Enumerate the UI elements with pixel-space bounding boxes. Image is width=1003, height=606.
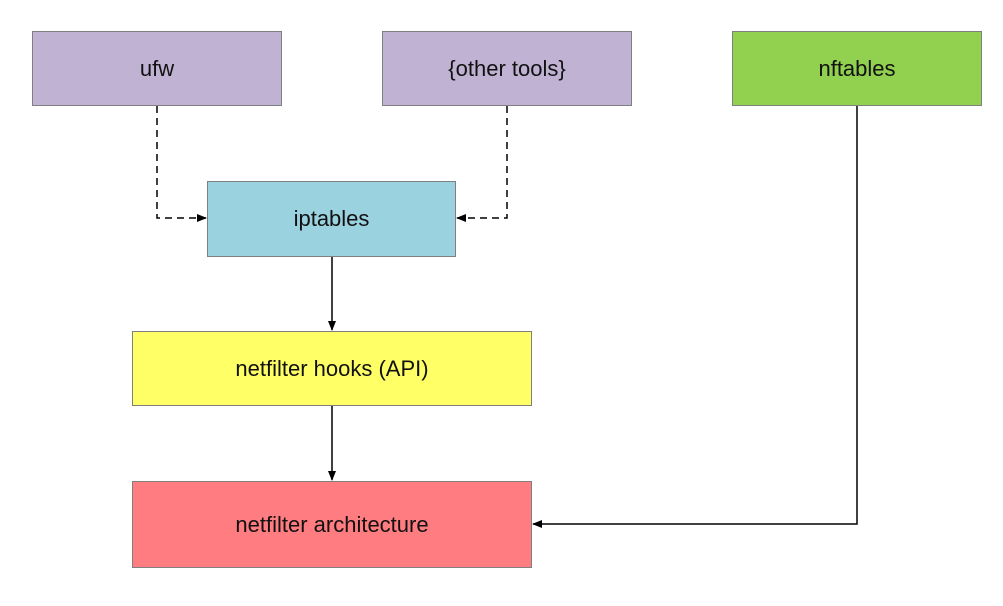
node-netfilter-architecture: netfilter architecture xyxy=(132,481,532,568)
node-other-tools-label: {other tools} xyxy=(448,55,566,81)
node-nftables: nftables xyxy=(732,31,982,106)
edge-other-tools-to-iptables xyxy=(456,106,508,222)
node-netfilter-architecture-label: netfilter architecture xyxy=(235,511,429,537)
edge-ufw-to-iptables xyxy=(156,106,207,222)
node-ufw: ufw xyxy=(32,31,282,106)
node-ufw-label: ufw xyxy=(139,55,175,81)
node-netfilter-hooks-label: netfilter hooks (API) xyxy=(235,355,429,381)
node-other-tools: {other tools} xyxy=(382,31,632,106)
node-iptables-label: iptables xyxy=(293,206,370,231)
node-iptables: iptables xyxy=(207,181,456,257)
edge-nftables-to-netfilter-architecture xyxy=(532,106,858,528)
node-netfilter-hooks: netfilter hooks (API) xyxy=(132,331,532,406)
node-nftables-label: nftables xyxy=(818,55,896,81)
